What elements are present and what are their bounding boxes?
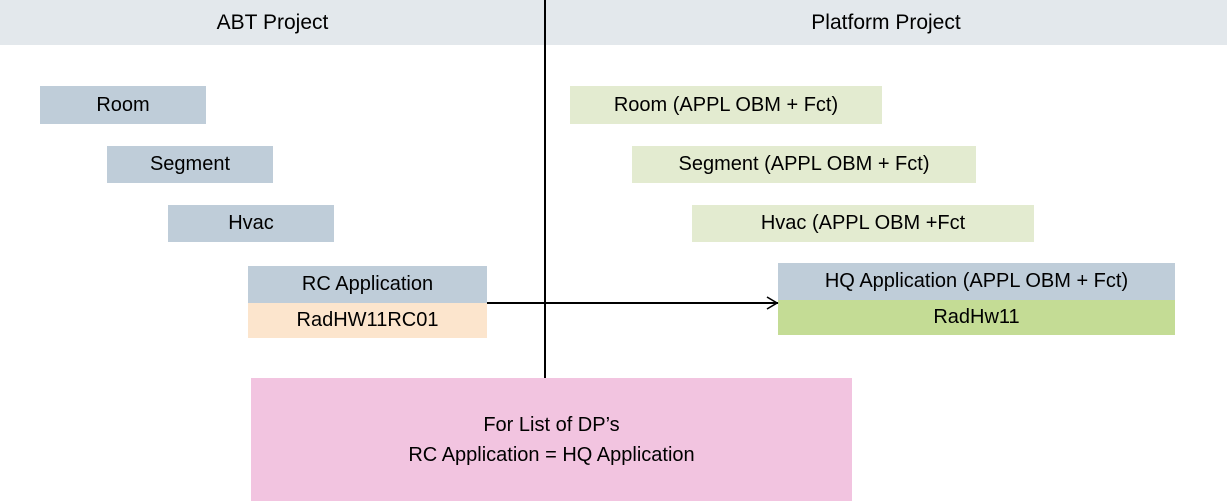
platform-node-hq-application[interactable]: HQ Application (APPL OBM + Fct) — [778, 263, 1175, 300]
platform-node-hvac[interactable]: Hvac (APPL OBM +Fct — [692, 205, 1034, 242]
note-line-2: RC Application = HQ Application — [408, 443, 695, 466]
platform-node-room[interactable]: Room (APPL OBM + Fct) — [570, 86, 882, 124]
abt-node-segment[interactable]: Segment — [107, 146, 273, 183]
note-line-1: For List of DP’s — [483, 413, 620, 436]
column-header-platform-project: Platform Project — [811, 11, 961, 34]
abt-node-rc-application[interactable]: RC Application — [248, 266, 487, 303]
column-header-abt-project: ABT Project — [216, 11, 329, 34]
mapping-arrow-line — [487, 302, 778, 304]
column-divider-line — [544, 0, 546, 378]
abt-node-hvac[interactable]: Hvac — [168, 205, 334, 242]
abt-node-room[interactable]: Room — [40, 86, 206, 124]
arrow-head-icon — [765, 296, 779, 310]
platform-node-radhw11[interactable]: RadHw11 — [778, 300, 1175, 335]
header-band — [0, 0, 1227, 45]
abt-node-radhw11rc01[interactable]: RadHW11RC01 — [248, 303, 487, 338]
platform-node-segment[interactable]: Segment (APPL OBM + Fct) — [632, 146, 976, 183]
note-box-dp-equivalence: For List of DP’s RC Application = HQ App… — [251, 378, 852, 501]
